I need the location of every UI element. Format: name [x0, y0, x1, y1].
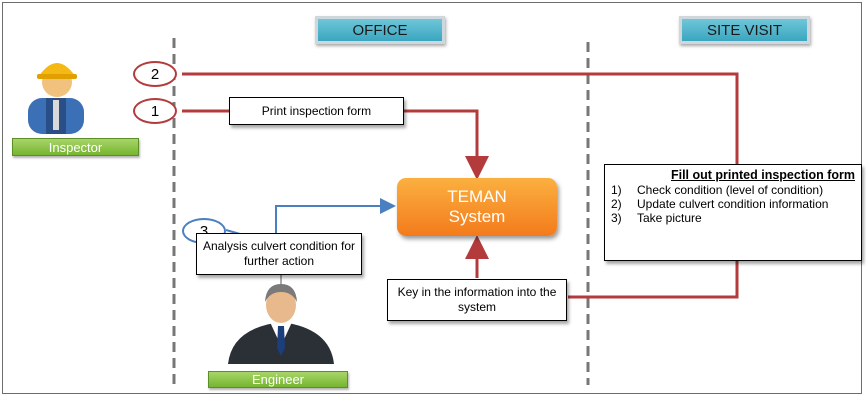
- list-item: 3) Take picture: [611, 212, 855, 225]
- analysis-box: Analysis culvert condition for further a…: [196, 233, 362, 275]
- list-item: 2) Update culvert condition information: [611, 198, 855, 211]
- step-2-marker: 2: [133, 61, 177, 87]
- site-form-list: 1) Check condition (level of condition) 2…: [611, 184, 855, 225]
- engineer-label: Engineer: [208, 371, 348, 388]
- site-form-box: Fill out printed inspection form 1) Check…: [604, 164, 862, 261]
- inspector-label: Inspector: [12, 138, 139, 156]
- list-item-number: 2): [611, 197, 622, 211]
- print-form-box: Print inspection form: [229, 97, 404, 125]
- list-item-text: Take picture: [637, 211, 702, 225]
- step1-arrow: [404, 109, 489, 180]
- list-item-text: Update culvert condition information: [637, 197, 829, 211]
- header-site-visit: SITE VISIT: [679, 16, 810, 44]
- list-item: 1) Check condition (level of condition): [611, 184, 855, 197]
- teman-line2: System: [448, 207, 506, 226]
- site-form-title: Fill out printed inspection form: [670, 168, 855, 182]
- list-item-number: 3): [611, 211, 622, 225]
- engineer-icon: [228, 284, 334, 364]
- list-item-number: 1): [611, 183, 622, 197]
- inspector-icon: [28, 63, 84, 134]
- list-item-text: Check condition (level of condition): [637, 183, 824, 197]
- teman-system-box: TEMAN System: [397, 178, 557, 236]
- step-1-marker: 1: [133, 98, 177, 124]
- step3-arrow: [275, 198, 396, 233]
- header-office: OFFICE: [315, 16, 445, 44]
- keyin-line: [568, 261, 739, 299]
- step2-line: [182, 72, 739, 164]
- teman-line1: TEMAN: [447, 187, 507, 206]
- key-in-box: Key in the information into the system: [387, 279, 567, 321]
